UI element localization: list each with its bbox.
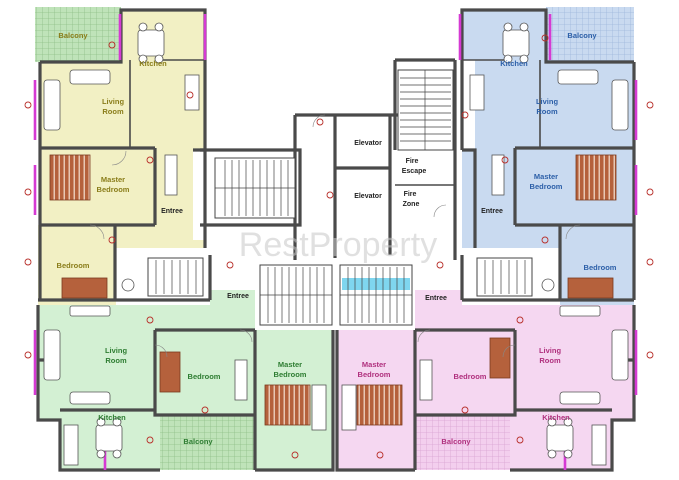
label-kitchen-top-left: Kitchen	[139, 59, 167, 68]
label-entree-top-right: Entree	[481, 208, 503, 215]
label-entree-bottom-left: Entree	[227, 293, 249, 300]
label-master-bedroom-bottom-left-1: Master	[278, 360, 302, 369]
stairs-bottom-right	[339, 264, 413, 326]
dining-table-icon	[137, 29, 165, 57]
sofa-icon	[611, 329, 629, 381]
label-fire-escape-2: Escape	[402, 168, 427, 175]
bed-icon	[61, 277, 108, 299]
furniture	[43, 22, 629, 466]
bed-icon	[264, 384, 311, 426]
sofa-icon	[43, 79, 61, 131]
label-master-bedroom-bottom-right-2: Bedroom	[358, 370, 391, 379]
label-master-bedroom-bottom-left-2: Bedroom	[274, 370, 307, 379]
balcony-bottom-right	[415, 415, 510, 470]
label-balcony-bottom-left: Balcony	[183, 437, 213, 446]
label-master-bedroom-top-left-1: Master	[101, 175, 125, 184]
label-bedroom-bottom-left: Bedroom	[188, 372, 221, 381]
stairs-top-left	[214, 157, 296, 219]
sofa-icon	[43, 329, 61, 381]
door-swings	[89, 114, 581, 358]
label-kitchen-bottom-right: Kitchen	[542, 413, 570, 422]
label-bedroom-top-left: Bedroom	[57, 261, 90, 270]
label-balcony-top-right: Balcony	[567, 31, 597, 40]
label-balcony-top-left: Balcony	[58, 31, 88, 40]
bed-icon	[567, 277, 614, 299]
label-living-room-top-left-2: Room	[102, 107, 124, 116]
bed-icon	[356, 384, 403, 426]
label-elevator-1: Elevator	[354, 140, 382, 147]
bed-icon	[159, 351, 181, 393]
stairs-side-right	[476, 257, 533, 297]
label-living-room-top-right-2: Room	[536, 107, 558, 116]
stairs-bottom-left	[259, 264, 333, 326]
label-kitchen-top-right: Kitchen	[500, 59, 528, 68]
bed-icon	[575, 154, 617, 201]
balcony-top-left	[35, 7, 121, 62]
label-elevator-2: Elevator	[354, 193, 382, 200]
stairs-side-left	[147, 257, 204, 297]
dining-table-icon	[546, 424, 574, 452]
label-bedroom-top-right: Bedroom	[584, 263, 617, 272]
label-bedroom-bottom-right: Bedroom	[454, 372, 487, 381]
label-living-room-bottom-left-2: Room	[105, 356, 127, 365]
balcony-top-right	[546, 7, 634, 62]
label-living-room-bottom-left-1: Living	[105, 346, 128, 355]
balcony-bottom-left	[160, 415, 255, 470]
label-master-bedroom-top-right-1: Master	[534, 172, 558, 181]
label-master-bedroom-top-right-2: Bedroom	[530, 182, 563, 191]
stairs-fire-escape	[397, 69, 454, 151]
dining-table-icon	[95, 424, 123, 452]
sofa-icon	[611, 79, 629, 131]
label-living-room-top-right-1: Living	[536, 97, 559, 106]
label-fire-zone-1: Fire	[404, 191, 417, 198]
label-entree-bottom-right: Entree	[425, 295, 447, 302]
label-master-bedroom-top-left-2: Bedroom	[97, 185, 130, 194]
label-balcony-bottom-right: Balcony	[441, 437, 471, 446]
bed-icon	[489, 337, 511, 379]
dining-table-icon	[502, 29, 530, 57]
label-entree-top-left: Entree	[161, 208, 183, 215]
label-fire-zone-2: Zone	[403, 201, 420, 208]
label-fire-escape-1: Fire	[406, 158, 419, 165]
watermark: RestProperty	[239, 226, 437, 264]
bed-icon	[49, 154, 91, 201]
label-living-room-bottom-right-1: Living	[539, 346, 562, 355]
label-living-room-top-left-1: Living	[102, 97, 125, 106]
label-kitchen-bottom-left: Kitchen	[98, 413, 126, 422]
label-living-room-bottom-right-2: Room	[539, 356, 561, 365]
label-master-bedroom-bottom-right-1: Master	[362, 360, 386, 369]
electrical-markers	[24, 34, 654, 459]
